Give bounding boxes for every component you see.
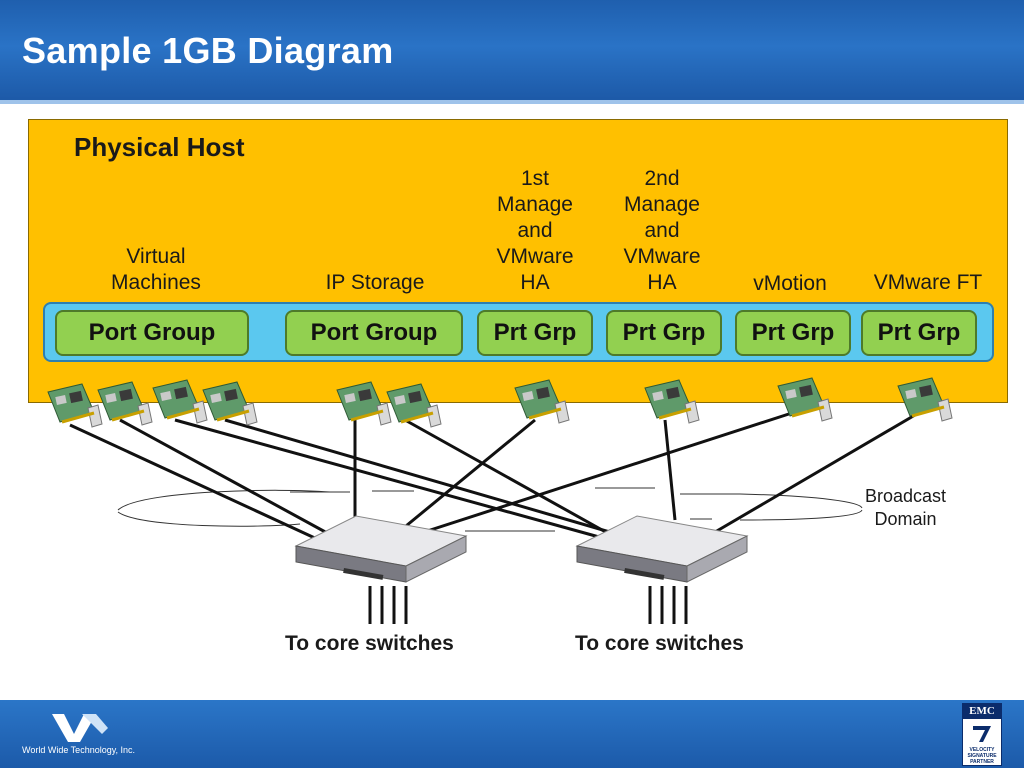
nic-card-icon [896, 376, 954, 423]
header-bar [0, 0, 1024, 103]
velocity-mark-icon [973, 726, 991, 742]
to-core-switches-right: To core switches [575, 632, 744, 655]
port-group-1st-manage: Prt Grp [477, 310, 593, 356]
label-vmotion: vMotion [753, 272, 827, 295]
wwt-logo-icon [52, 714, 108, 742]
label-vmware-ft: VMware FT [873, 271, 983, 294]
to-core-switches-left: To core switches [285, 632, 454, 655]
slide-title: Sample 1GB Diagram [22, 30, 394, 71]
port-group-ip-storage: Port Group [285, 310, 463, 356]
label-ip-storage: IP Storage [325, 271, 425, 294]
port-group-vmware-ft: Prt Grp [861, 310, 977, 356]
broadcast-domain-label: Broadcast Domain [865, 486, 947, 529]
label-2nd-manage: 2nd Manage and VMware HA [623, 167, 701, 294]
nic-card-icon [643, 378, 701, 425]
badge-line-signature: SIGNATURE [967, 753, 997, 759]
footer-bar [0, 700, 1024, 768]
nic-card-icon [513, 378, 571, 425]
label-virtual-machines: Virtual Machines [111, 245, 201, 294]
badge-line-partner: PARTNER [970, 759, 994, 765]
nic-card-icon [46, 382, 104, 429]
nic-card-icon [96, 380, 154, 427]
nic-card-icon [385, 382, 443, 429]
nic-card-icon [335, 380, 393, 427]
port-group-vmotion: Prt Grp [735, 310, 851, 356]
nic-card-icon [151, 378, 209, 425]
label-1st-manage: 1st Manage and VMware HA [496, 167, 574, 294]
physical-switch-right-icon [576, 515, 748, 583]
emc-partner-badge: EMC VELOCITY SIGNATURE PARTNER [962, 703, 1002, 766]
company-name: World Wide Technology, Inc. [22, 745, 136, 755]
emc-brand: EMC [963, 704, 1001, 719]
physical-host-title: Physical Host [74, 132, 245, 162]
core-uplinks [368, 586, 688, 624]
network-diagram [46, 376, 954, 624]
header-divider [0, 100, 1024, 104]
nic-card-icon [201, 380, 259, 427]
port-group-2nd-manage: Prt Grp [606, 310, 722, 356]
nic-links [69, 410, 916, 547]
badge-line-velocity: VELOCITY [969, 747, 995, 753]
port-group-virtual-machines: Port Group [55, 310, 249, 356]
